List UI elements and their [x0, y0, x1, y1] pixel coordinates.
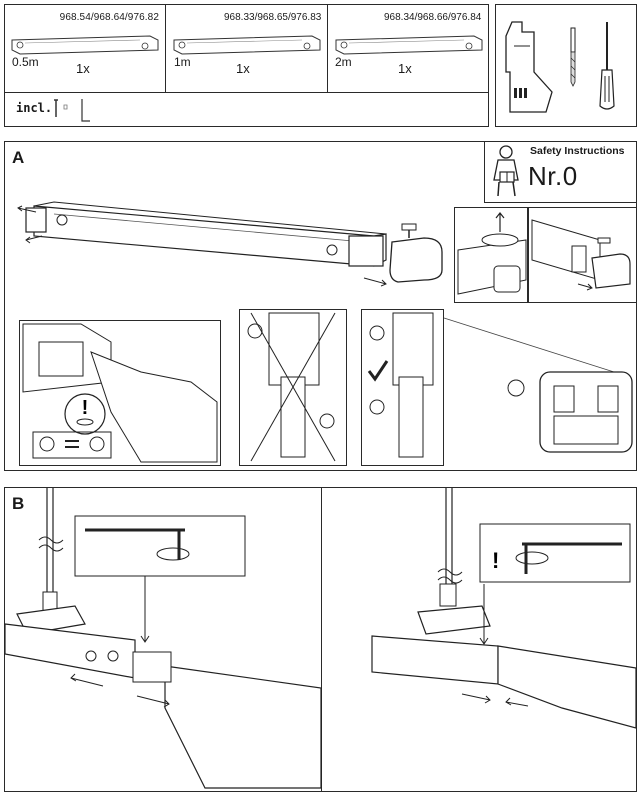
safety-title: Safety Instructions — [530, 145, 625, 157]
part-length: 2m — [335, 55, 352, 69]
correct-orientation-detail — [367, 312, 434, 458]
track-rail-long-icon — [335, 35, 483, 55]
adapter-top-view — [443, 317, 633, 453]
svg-text:!: ! — [82, 397, 89, 419]
drill-bit-icon — [570, 27, 576, 87]
part-code: 968.54/968.64/976.82 — [59, 12, 159, 23]
rail-end-cap-illustration — [17, 201, 443, 287]
section-a-letter: A — [12, 148, 25, 167]
part-length: 0.5m — [12, 55, 39, 69]
correct-orientation-panel — [361, 309, 444, 466]
insert-cap-detail — [531, 219, 631, 291]
detail-lift-panel — [454, 207, 528, 303]
included-label: incl. — [16, 101, 53, 115]
tighten-connector-illustration: ! — [371, 488, 637, 729]
part-quantity: 1x — [76, 61, 90, 76]
parts-panel — [4, 4, 489, 127]
drill-icon — [505, 21, 553, 113]
adapter-warning-illustration: ! — [22, 323, 218, 463]
part-length: 1m — [174, 55, 191, 69]
screwdriver-icon — [599, 22, 615, 110]
part-code: 968.33/968.65/976.83 — [224, 12, 322, 23]
track-rail-short-icon — [11, 35, 159, 55]
part-quantity: 1x — [398, 61, 412, 76]
safety-number: Nr.0 — [528, 161, 578, 191]
person-reading-icon — [493, 145, 519, 197]
rotate-screw-detail — [457, 212, 527, 295]
connect-rails-illustration — [4, 488, 322, 789]
wrong-orientation-panel — [239, 309, 347, 466]
screw-icon — [54, 99, 90, 122]
section-b-letter: B — [12, 494, 25, 513]
wrong-orientation-detail — [247, 312, 336, 462]
warning-detail-panel — [19, 320, 221, 466]
svg-text:!: ! — [492, 548, 499, 573]
track-rail-medium-icon — [173, 35, 321, 55]
part-code: 968.34/968.66/976.84 — [384, 12, 482, 23]
detail-insert-panel — [528, 207, 637, 303]
part-quantity: 1x — [236, 61, 250, 76]
